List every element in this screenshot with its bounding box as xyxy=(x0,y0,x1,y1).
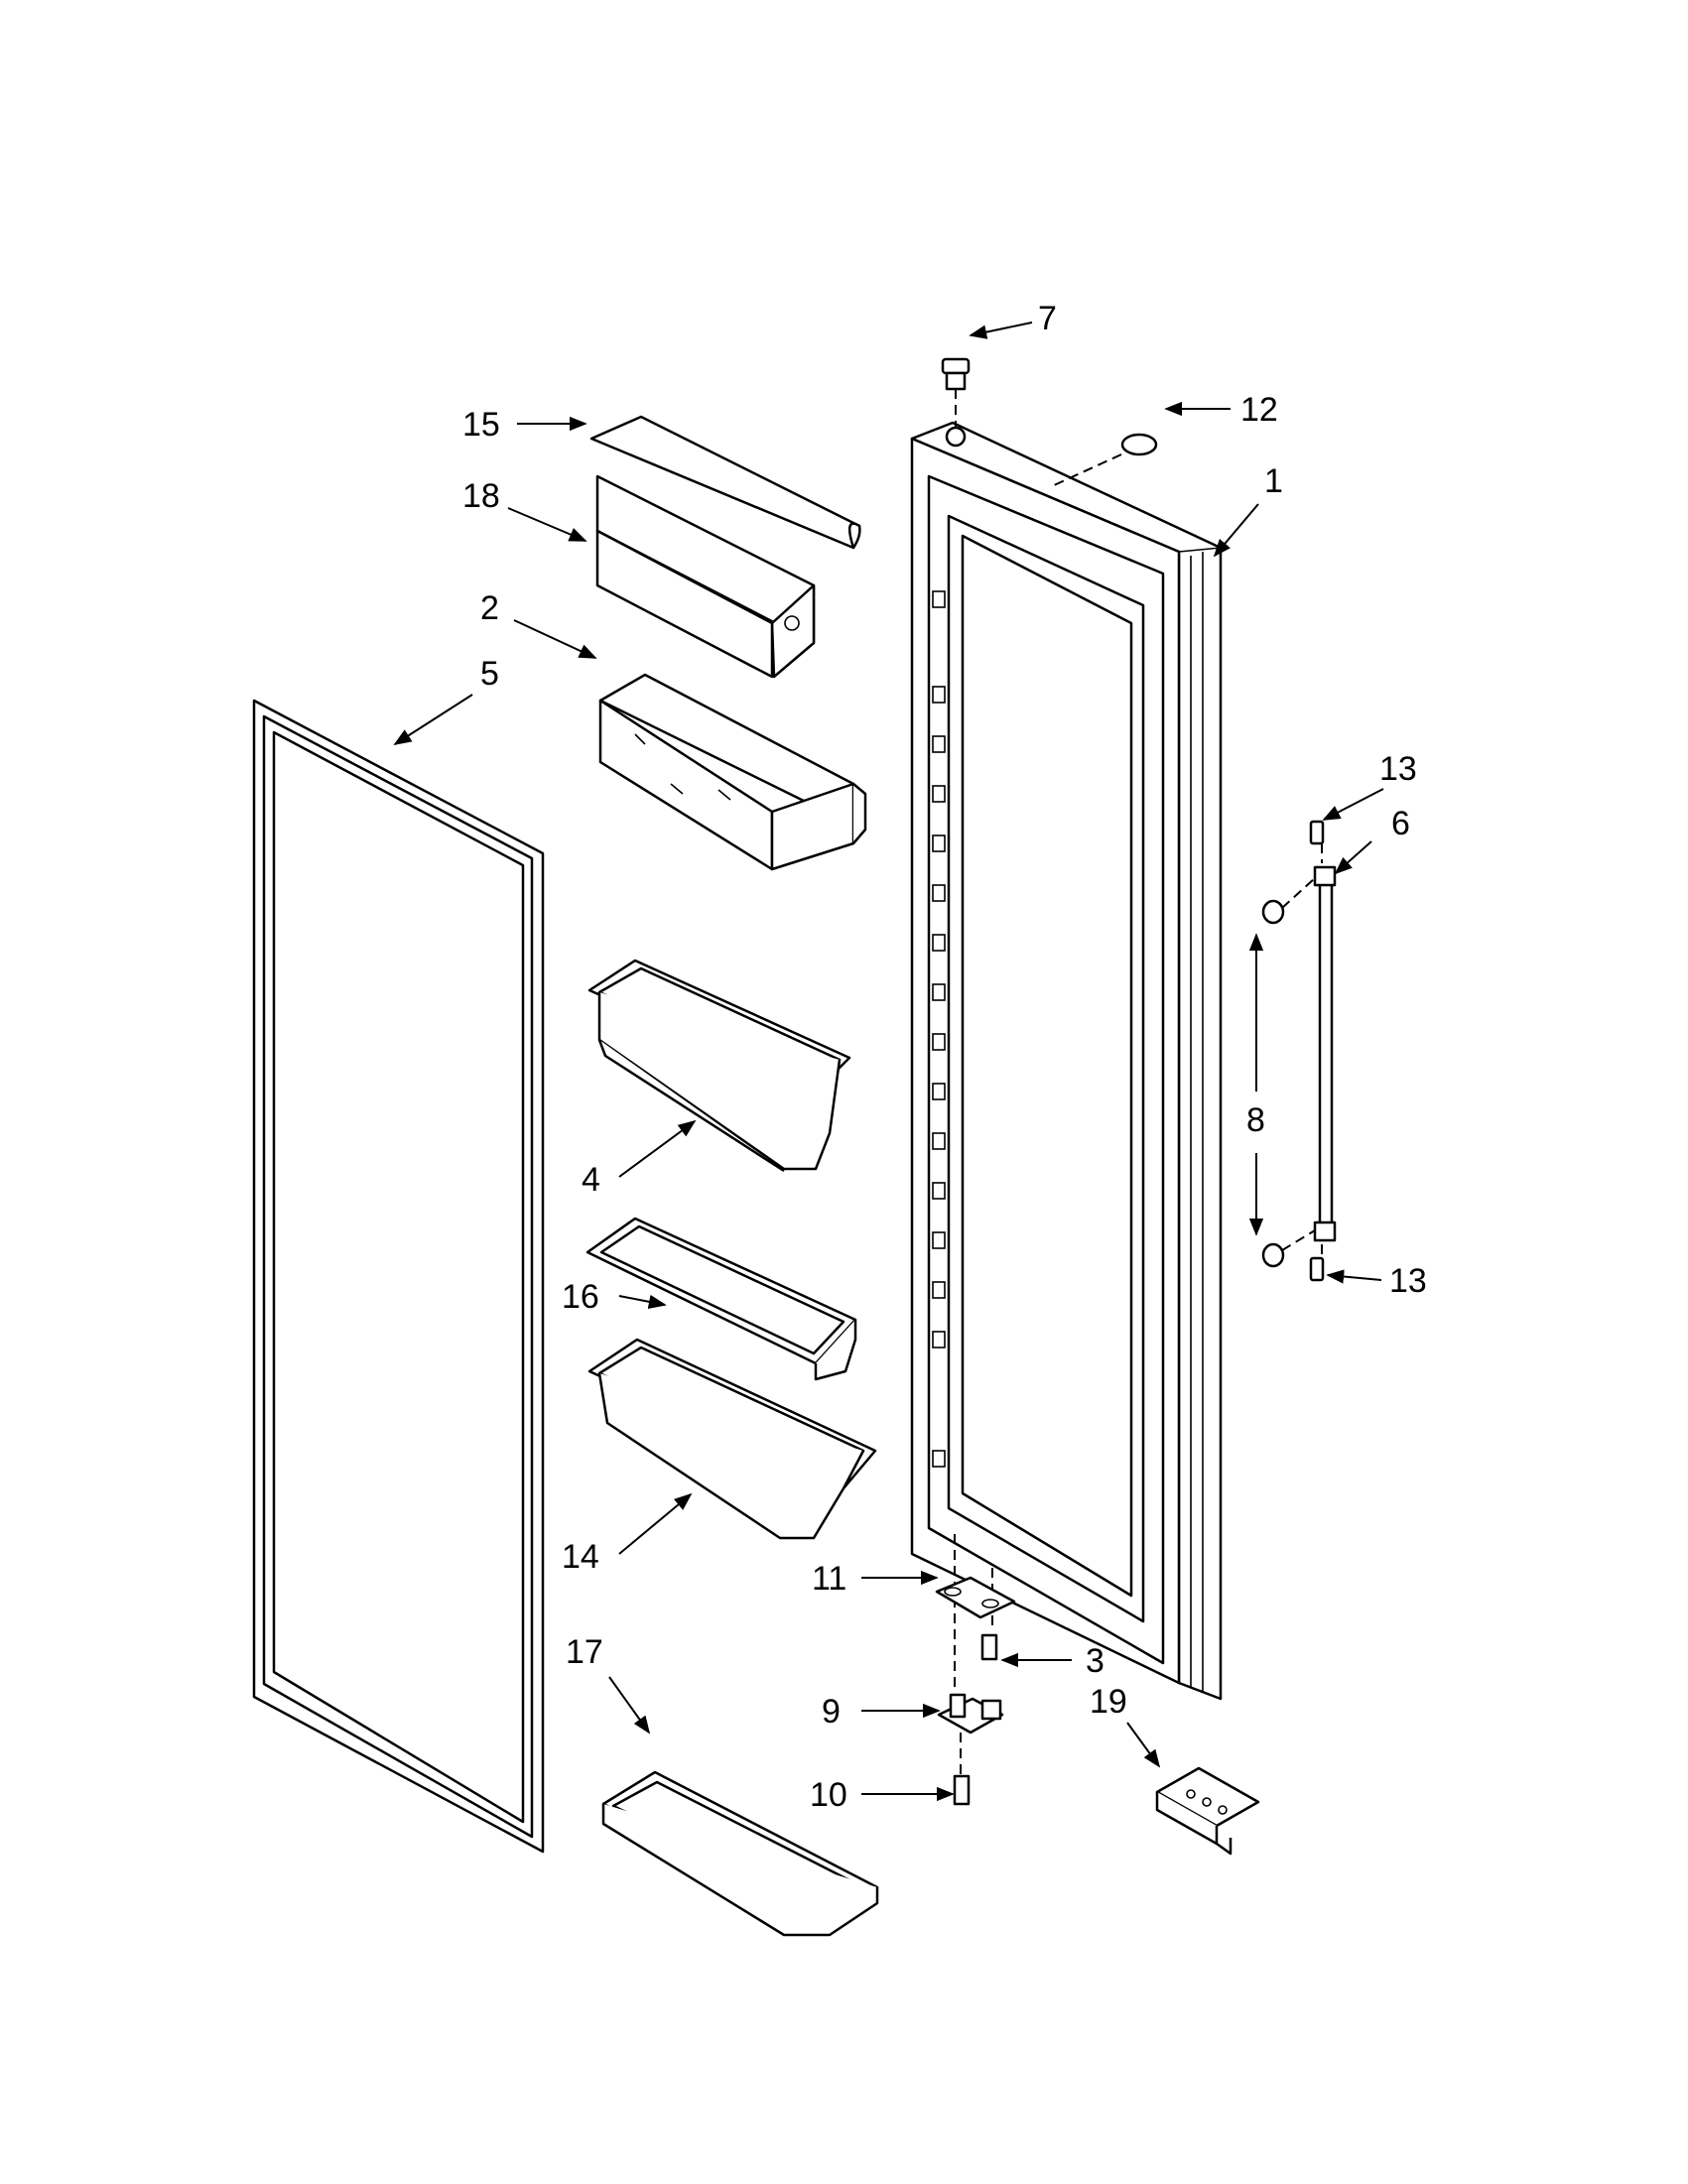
callout-11: 11 xyxy=(812,1560,846,1598)
callout-5: 5 xyxy=(480,655,499,693)
callout-4: 4 xyxy=(582,1161,600,1199)
shelf-rail-part xyxy=(585,1217,857,1381)
callout-17: 17 xyxy=(566,1633,603,1671)
callout-1: 1 xyxy=(1264,462,1283,500)
callout-3: 3 xyxy=(1086,1642,1104,1680)
callout-13-bottom: 13 xyxy=(1389,1262,1427,1300)
callout-10: 10 xyxy=(810,1776,847,1814)
door-assembly-part xyxy=(910,421,1223,1701)
callout-2: 2 xyxy=(480,589,499,627)
leader-arrows xyxy=(393,321,1384,1802)
callout-18: 18 xyxy=(462,477,500,515)
shelf-front-part xyxy=(595,474,816,679)
hinge-pin-part xyxy=(941,357,971,448)
callout-19: 19 xyxy=(1090,1683,1127,1721)
shelf-trim-part xyxy=(589,415,861,550)
callout-6: 6 xyxy=(1391,805,1410,842)
handle-assembly-part xyxy=(1261,820,1337,1282)
callout-9: 9 xyxy=(822,1693,841,1731)
callout-14: 14 xyxy=(562,1538,599,1576)
door-shelf-bottom-part xyxy=(601,1770,879,1937)
callout-labels: 1 2 3 4 5 6 7 8 9 10 11 12 13 13 14 15 1… xyxy=(462,300,1427,1814)
door-bin-part xyxy=(587,959,851,1173)
large-door-bin-part xyxy=(587,1338,877,1540)
callout-13-top: 13 xyxy=(1379,750,1417,788)
dairy-bin-part xyxy=(598,673,867,871)
callout-8: 8 xyxy=(1246,1101,1265,1139)
door-shelf-supports xyxy=(932,590,946,1468)
o-ring-part xyxy=(1051,433,1158,487)
callout-15: 15 xyxy=(462,406,500,444)
bracket-part xyxy=(1155,1766,1260,1856)
bottom-hinge-hardware xyxy=(935,1534,1016,1806)
door-gasket-part xyxy=(252,699,545,1854)
callout-12: 12 xyxy=(1240,391,1278,429)
callout-16: 16 xyxy=(562,1278,599,1316)
callout-7: 7 xyxy=(1038,300,1057,337)
